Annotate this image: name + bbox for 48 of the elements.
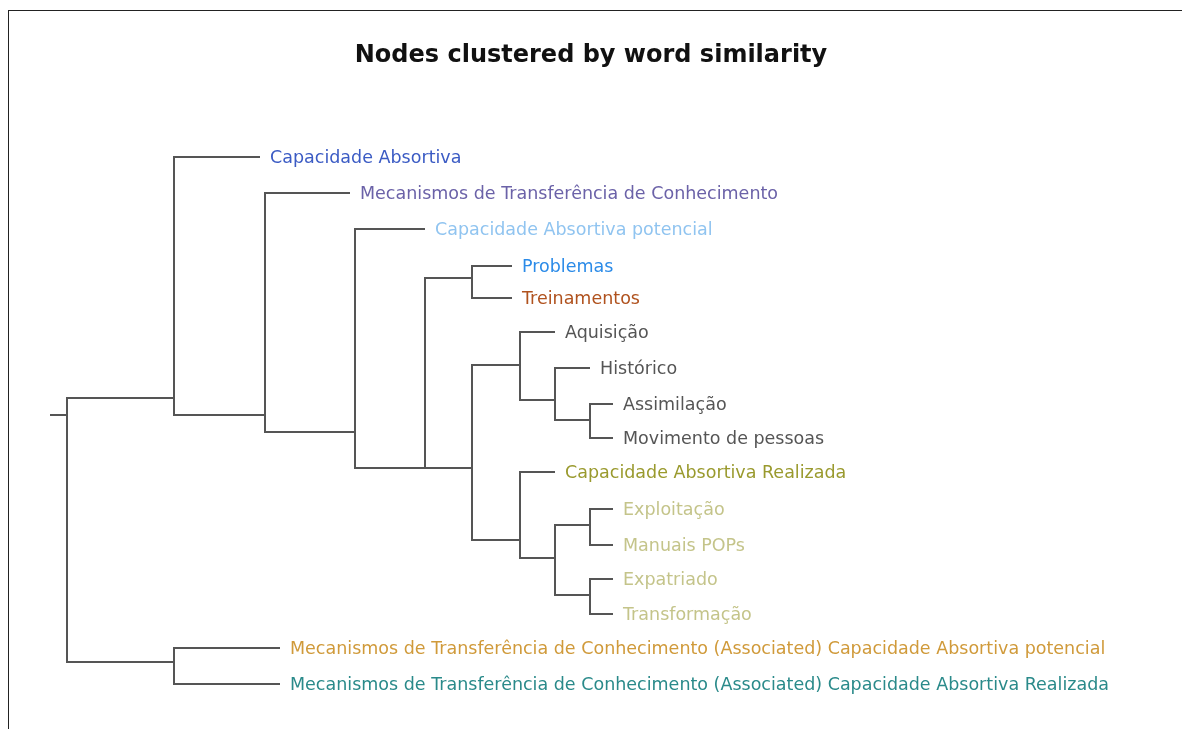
dendrogram-link <box>472 265 513 267</box>
dendrogram-link <box>425 277 472 279</box>
cluster-label: Capacidade Absortiva potencial <box>425 219 713 239</box>
cluster-label: Expatriado <box>613 569 718 589</box>
dendrogram-link <box>520 331 556 333</box>
chart-title: Nodes clustered by word similarity <box>353 40 829 68</box>
cluster-label: Mecanismos de Transferência de Conhecimento <box>350 183 779 203</box>
dendrogram-link <box>590 544 614 546</box>
dendrogram-link <box>590 578 614 580</box>
dendrogram-link <box>520 399 555 401</box>
dendrogram-link <box>174 683 281 685</box>
dendrogram-link <box>67 397 174 399</box>
dendrogram-link <box>265 192 351 194</box>
dendrogram-link <box>520 557 555 559</box>
dendrogram-link <box>555 524 590 526</box>
dendrogram-link <box>265 431 355 433</box>
cluster-label: Exploitação <box>613 499 725 519</box>
cluster-label: Capacidade Absortiva Realizada <box>555 462 847 482</box>
dendrogram-link <box>520 471 556 473</box>
cluster-label: Problemas <box>512 256 614 276</box>
dendrogram-link <box>555 419 590 421</box>
dendrogram-link <box>355 467 425 469</box>
dendrogram-link <box>472 297 513 299</box>
cluster-label: Treinamentos <box>512 288 640 308</box>
cluster-label: Assimilação <box>613 394 727 414</box>
dendrogram-link <box>174 156 261 158</box>
dendrogram-link <box>425 467 472 469</box>
cluster-label: Transformação <box>613 604 752 624</box>
dendrogram-link <box>67 661 174 663</box>
dendrogram-link <box>590 403 614 405</box>
dendrogram-link <box>49 414 67 416</box>
dendrogram-link <box>174 647 281 649</box>
dendrogram-link <box>355 228 426 230</box>
cluster-label: Movimento de pessoas <box>613 428 825 448</box>
dendrogram-link <box>472 539 520 541</box>
cluster-label: Capacidade Absortiva <box>260 147 462 167</box>
cluster-label: Mecanismos de Transferência de Conhecimento (Associated) Capacidade Absortiva Realizada <box>280 674 1109 694</box>
cluster-label: Mecanismos de Transferência de Conhecimento (Associated) Capacidade Absortiva potencial <box>280 638 1106 658</box>
cluster-label: Histórico <box>590 358 678 378</box>
cluster-label: Manuais POPs <box>613 535 745 555</box>
dendrogram-link <box>472 364 520 366</box>
cluster-label: Aquisição <box>555 322 649 342</box>
dendrogram-link <box>555 594 590 596</box>
dendrogram-link <box>590 613 614 615</box>
dendrogram-link <box>555 367 591 369</box>
dendrogram-link <box>174 414 265 416</box>
dendrogram-link <box>590 508 614 510</box>
dendrogram-link <box>590 437 614 439</box>
